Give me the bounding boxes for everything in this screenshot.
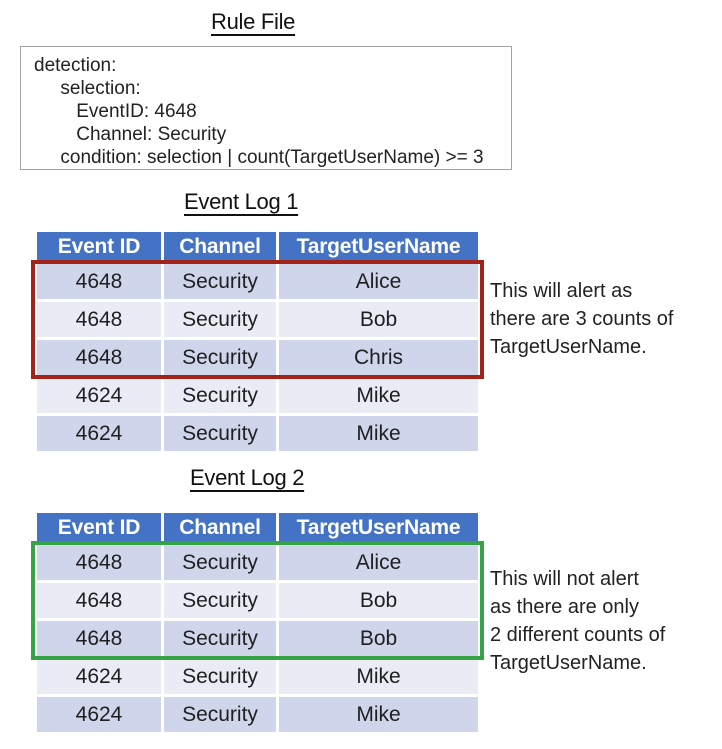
table-cell: Security <box>164 264 276 299</box>
event-log-2-title: Event Log 2 <box>190 465 305 490</box>
table-cell: 4648 <box>37 264 161 299</box>
table-cell: 4648 <box>37 545 161 580</box>
table-cell: Bob <box>279 583 478 618</box>
event-log-1-table: Event ID Channel TargetUserName 4648 Sec… <box>37 232 478 451</box>
table-cell: Alice <box>279 545 478 580</box>
table-cell: 4624 <box>37 697 161 732</box>
table-cell: Security <box>164 302 276 337</box>
table-cell: Security <box>164 583 276 618</box>
rule-line-channel: Channel: Security <box>34 124 227 145</box>
table-cell: Security <box>164 378 276 413</box>
rule-file-box: detection: selection: EventID: 4648 Chan… <box>20 46 512 170</box>
table-cell: Mike <box>279 697 478 732</box>
event-log-1-title: Event Log 1 <box>184 189 299 214</box>
column-header-targetusername: TargetUserName <box>279 232 478 261</box>
column-header-channel: Channel <box>164 513 276 542</box>
table-cell: Security <box>164 659 276 694</box>
table-cell: 4648 <box>37 302 161 337</box>
column-header-channel: Channel <box>164 232 276 261</box>
table-cell: Security <box>164 416 276 451</box>
alert-annotation: This will alert as there are 3 counts of… <box>490 277 720 361</box>
table-cell: Alice <box>279 264 478 299</box>
table-cell: 4648 <box>37 621 161 656</box>
table-cell: 4624 <box>37 659 161 694</box>
annotation-line: as there are only <box>490 596 639 618</box>
table-cell: Mike <box>279 659 478 694</box>
table-cell: Security <box>164 545 276 580</box>
annotation-line: TargetUserName. <box>490 652 647 674</box>
annotation-line: This will alert as <box>490 280 633 302</box>
annotation-line: there are 3 counts of <box>490 308 674 330</box>
rule-file-title: Rule File <box>211 9 296 34</box>
rule-line-selection: selection: <box>34 78 141 99</box>
rule-line-eventid: EventID: 4648 <box>34 101 197 122</box>
table-cell: 4648 <box>37 340 161 375</box>
annotation-line: TargetUserName. <box>490 336 647 358</box>
table-cell: 4624 <box>37 378 161 413</box>
table-cell: Mike <box>279 378 478 413</box>
no-alert-annotation: This will not alert as there are only 2 … <box>490 565 720 677</box>
rule-line-condition: condition: selection | count(TargetUserN… <box>34 147 484 168</box>
event-log-2-table: Event ID Channel TargetUserName 4648 Sec… <box>37 513 478 732</box>
column-header-event-id: Event ID <box>37 513 161 542</box>
table-cell: Chris <box>279 340 478 375</box>
table-cell: Security <box>164 621 276 656</box>
annotation-line: 2 different counts of <box>490 624 666 646</box>
table-cell: Security <box>164 697 276 732</box>
annotation-line: This will not alert <box>490 568 639 590</box>
table-cell: Bob <box>279 621 478 656</box>
rule-line-detection: detection: <box>34 55 117 76</box>
table-cell: 4648 <box>37 583 161 618</box>
table-cell: Security <box>164 340 276 375</box>
table-cell: Bob <box>279 302 478 337</box>
table-cell: 4624 <box>37 416 161 451</box>
column-header-targetusername: TargetUserName <box>279 513 478 542</box>
table-cell: Mike <box>279 416 478 451</box>
column-header-event-id: Event ID <box>37 232 161 261</box>
